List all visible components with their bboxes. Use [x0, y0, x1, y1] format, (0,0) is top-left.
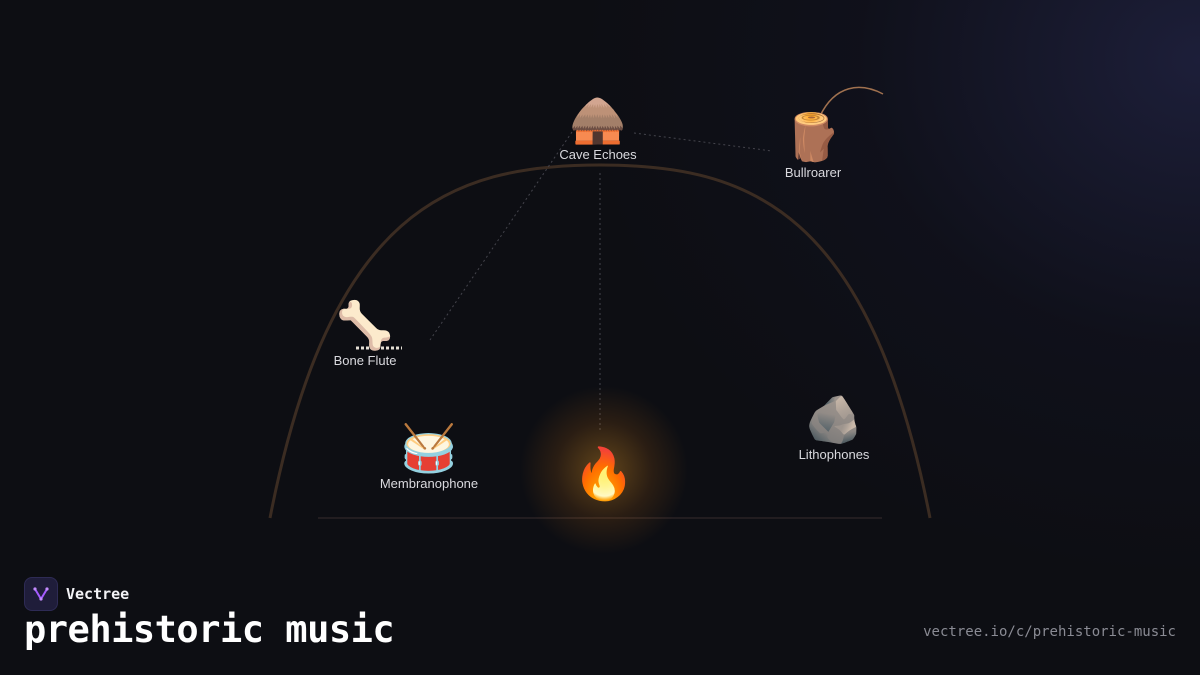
rock-icon: 🪨	[805, 392, 863, 446]
node-lithophones[interactable]: 🪨 Lithophones	[799, 393, 870, 462]
node-label: Bone Flute	[333, 353, 397, 368]
page-url[interactable]: vectree.io/c/prehistoric-music	[923, 624, 1176, 640]
vectree-logo-icon	[24, 577, 58, 611]
fire-glow	[519, 385, 689, 555]
brand-name: Vectree	[66, 585, 130, 603]
bullroarer-string	[819, 86, 884, 117]
node-membranophone[interactable]: 🥁 Membranophone	[380, 422, 478, 491]
node-bone-flute[interactable]: 🦴 Bone Flute	[334, 299, 397, 368]
arc-outline	[268, 163, 932, 519]
node-label: Cave Echoes	[559, 147, 637, 162]
bone-icon: 🦴	[336, 298, 394, 352]
node-bullroarer[interactable]: 🪵 Bullroarer	[784, 111, 841, 180]
node-cave-echoes[interactable]: 🛖 Cave Echoes	[559, 93, 636, 162]
node-label: Lithophones	[798, 447, 870, 462]
connector-cave-to-bullroarer	[633, 132, 773, 152]
hut-icon: 🛖	[569, 92, 627, 146]
node-label: Bullroarer	[784, 165, 842, 180]
page-title: prehistoric music	[24, 608, 395, 651]
drum-icon: 🥁	[400, 421, 458, 475]
fire-icon: 🔥	[572, 445, 636, 503]
brand[interactable]: Vectree	[24, 577, 129, 611]
node-label: Membranophone	[379, 476, 479, 491]
wood-icon: 🪵	[784, 110, 842, 164]
connector-cave-to-boneflute	[429, 131, 573, 341]
